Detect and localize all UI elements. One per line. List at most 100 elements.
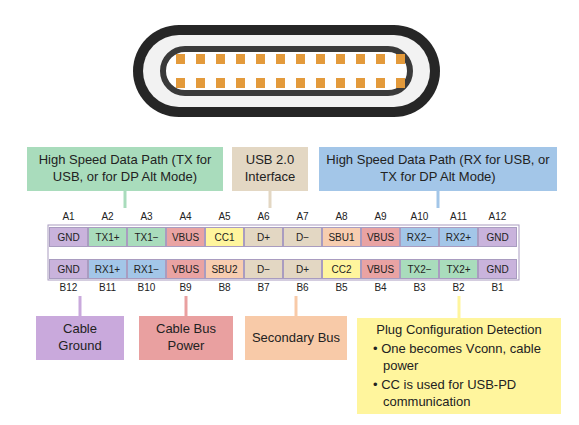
pin-cell: TX1+ [88, 227, 127, 247]
box-heading: High Speed Data Path (RX for USB, or TX … [325, 152, 551, 186]
leader-line [185, 296, 188, 316]
contact-pin [216, 78, 225, 88]
pin-number: A9 [361, 211, 400, 222]
pin-name: VBUS [172, 232, 199, 243]
pin-cell: TX2− [400, 259, 439, 279]
contact-pin [256, 78, 265, 88]
contact-pin [196, 54, 205, 64]
power-callout: Cable Bus Power [139, 316, 233, 360]
pin-number: A1 [49, 211, 88, 222]
pin-number: B7 [244, 282, 283, 293]
pin-cell: D+ [244, 227, 283, 247]
pin-name: TX1− [134, 232, 158, 243]
tx-path-box: High Speed Data Path (TX for USB, or for… [27, 147, 223, 191]
contact-pin [256, 54, 265, 64]
pin-cell: CC1 [205, 227, 244, 247]
leader-line [269, 191, 272, 208]
pin-cell: SBU2 [205, 259, 244, 279]
pin-cell: TX2+ [439, 259, 478, 279]
contact-pin [376, 54, 385, 64]
pin-name: GND [486, 264, 508, 275]
bullet-note: • CC is used for USB-PD communication [363, 377, 555, 411]
pin-number: B9 [166, 282, 205, 293]
pin-cell: VBUS [361, 259, 400, 279]
pin-number: B5 [322, 282, 361, 293]
pin-name: RX2− [407, 232, 432, 243]
leader-line [458, 296, 461, 318]
contact-pin [316, 54, 325, 64]
pin-cell: RX2+ [439, 227, 478, 247]
pin-number: B3 [400, 282, 439, 293]
contact-pin [216, 54, 225, 64]
pin-cell: SBU1 [322, 227, 361, 247]
leader-line [295, 296, 298, 316]
pin-number: B1 [478, 282, 517, 293]
pin-name: D+ [296, 264, 309, 275]
leader-line [437, 191, 440, 208]
plug-tongue [163, 49, 410, 93]
box-heading: Secondary Bus [252, 330, 340, 347]
pin-cell: RX1− [127, 259, 166, 279]
pin-number: A8 [322, 211, 361, 222]
pin-name: VBUS [172, 264, 199, 275]
pin-name: CC1 [214, 232, 234, 243]
box-heading: Plug Configuration Detection [376, 322, 542, 339]
pin-name: CC2 [331, 264, 351, 275]
plug-opening [143, 35, 430, 107]
pin-cell: GND [49, 227, 88, 247]
pin-name: TX1+ [95, 232, 119, 243]
pin-number: B4 [361, 282, 400, 293]
pin-name: VBUS [367, 264, 394, 275]
pin-cell: GND [478, 227, 517, 247]
pin-cell: GND [478, 259, 517, 279]
contact-pin [176, 54, 185, 64]
pin-number: A7 [283, 211, 322, 222]
pin-cell: CC2 [322, 259, 361, 279]
pin-number: A10 [400, 211, 439, 222]
leader-lines [80, 191, 459, 318]
pin-number: A2 [88, 211, 127, 222]
cc-callout: Plug Configuration Detection• One become… [357, 318, 561, 414]
pin-name: GND [486, 232, 508, 243]
contact-pin [296, 78, 305, 88]
pin-cell: TX1− [127, 227, 166, 247]
contact-pin [276, 78, 285, 88]
pin-name: SBU2 [211, 264, 237, 275]
contact-pin [276, 54, 285, 64]
pin-number: A12 [478, 211, 517, 222]
pin-cell: D− [244, 259, 283, 279]
contact-pin [336, 78, 345, 88]
pin-cell: VBUS [166, 259, 205, 279]
pin-cell: D+ [283, 259, 322, 279]
plug-shell [133, 25, 440, 117]
pin-cell: VBUS [361, 227, 400, 247]
pin-number: B6 [283, 282, 322, 293]
sbu-callout: Secondary Bus [245, 316, 347, 360]
pin-table-frame [48, 225, 519, 280]
contact-pin [336, 54, 345, 64]
contact-pin [296, 54, 305, 64]
pin-name: D− [296, 232, 309, 243]
contact-pin [356, 78, 365, 88]
pin-number: B2 [439, 282, 478, 293]
box-heading: Cable Ground [42, 321, 118, 355]
contact-pin [236, 78, 245, 88]
pin-name: GND [57, 232, 79, 243]
pin-name: RX1+ [95, 264, 120, 275]
pin-cell: D− [283, 227, 322, 247]
pin-name: RX2+ [446, 232, 471, 243]
contact-pin [196, 78, 205, 88]
pin-number: B11 [88, 282, 127, 293]
pin-number: A4 [166, 211, 205, 222]
pin-number: A6 [244, 211, 283, 222]
pin-cell: RX1+ [88, 259, 127, 279]
pin-name: D− [257, 264, 270, 275]
pin-name: GND [57, 264, 79, 275]
box-heading: High Speed Data Path (TX for USB, or for… [33, 152, 217, 186]
box-heading: Cable Bus Power [145, 321, 227, 355]
contact-pin [316, 78, 325, 88]
contact-pin [236, 54, 245, 64]
rx-path-box: High Speed Data Path (RX for USB, or TX … [319, 147, 557, 191]
contact-pin [376, 78, 385, 88]
